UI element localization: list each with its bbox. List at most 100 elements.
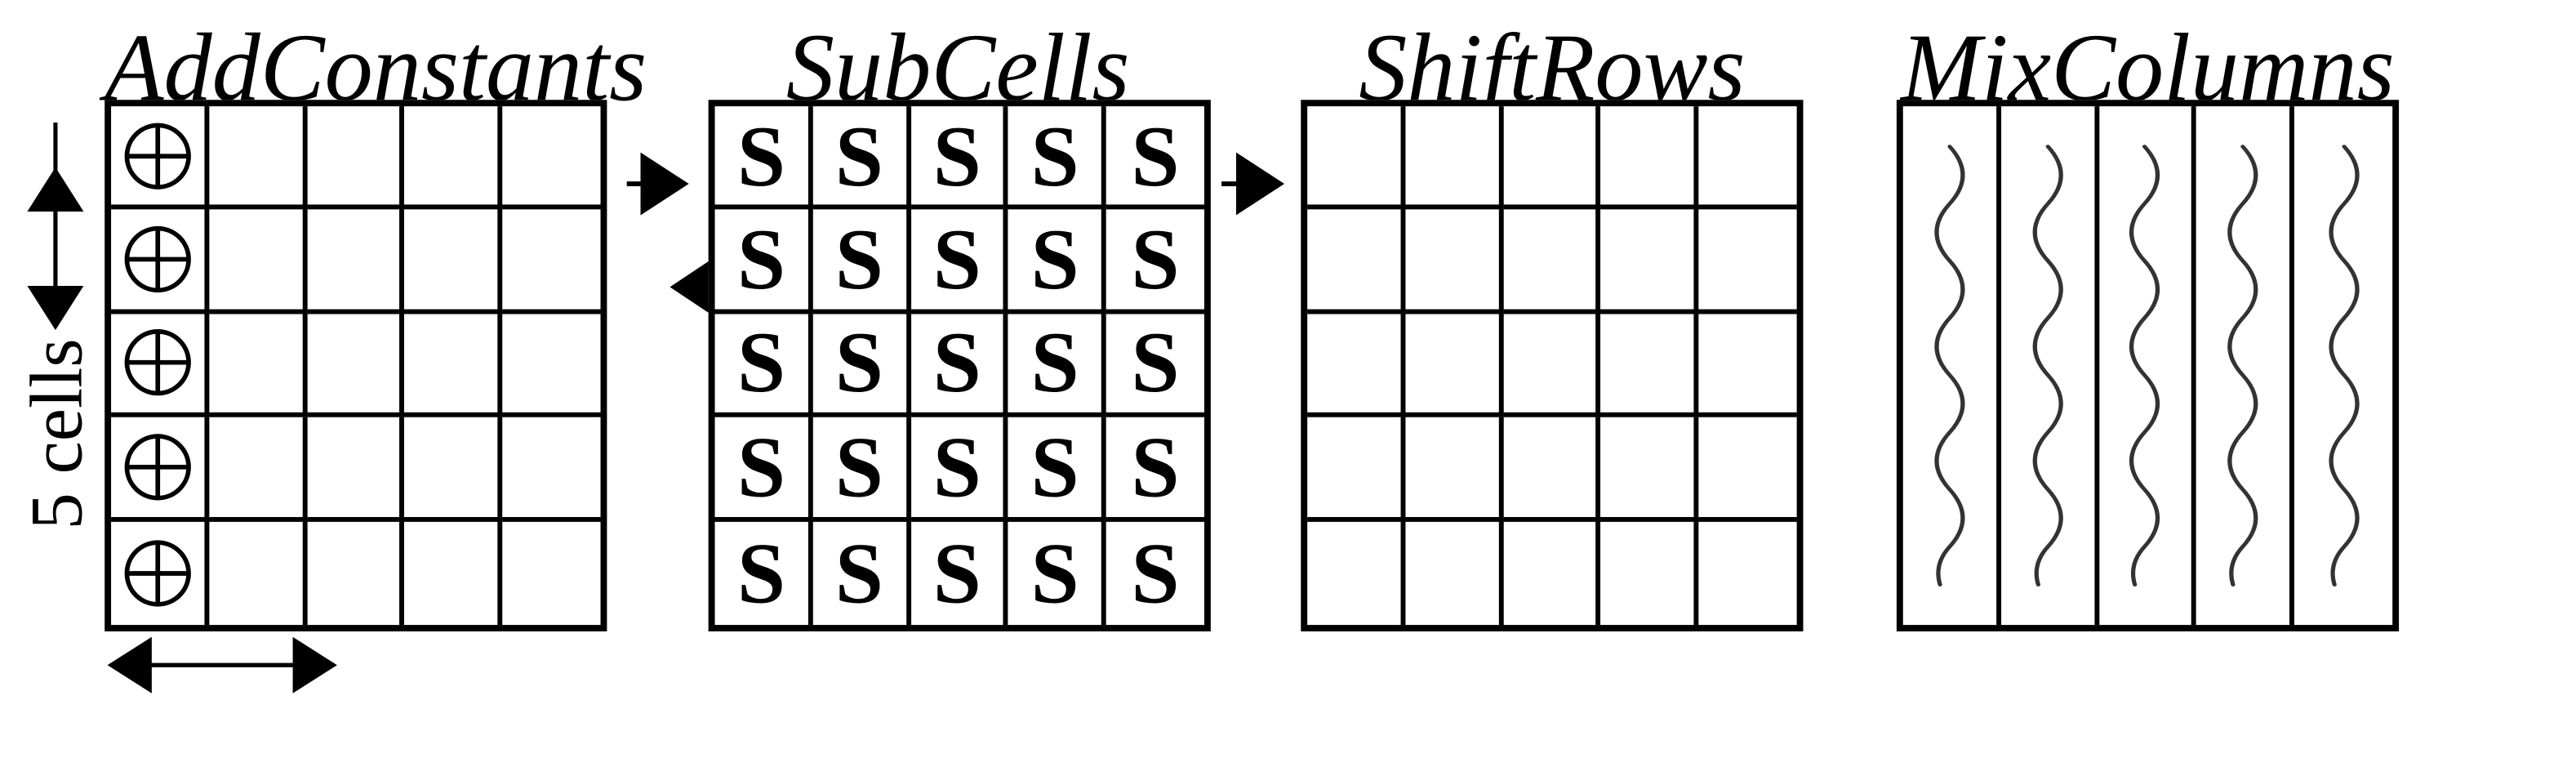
cell-ac-r1c4	[404, 106, 503, 211]
cell-sc-r2c4: S	[1008, 210, 1107, 314]
cell-ac-r4c1	[111, 417, 209, 522]
wavy-line-icon	[2032, 145, 2063, 586]
xor-icon	[124, 433, 191, 501]
cell-sr-r4c4	[1600, 417, 1699, 522]
cell-sc-r4c3: S	[910, 417, 1009, 522]
cell-sc-r4c2: S	[812, 417, 911, 522]
cell-ac-r4c5	[502, 417, 601, 522]
cell-label: S	[1030, 211, 1079, 308]
cell-sc-r2c5: S	[1106, 210, 1204, 314]
cell-ac-r2c2	[208, 210, 307, 314]
grid-mixcolumns	[1896, 100, 2400, 631]
panel-title-shiftrows: ShiftRows	[1359, 14, 1746, 121]
cell-sc-r3c1: S	[714, 314, 813, 418]
cell-label: S	[834, 211, 884, 308]
cell-sr-r5c5	[1699, 521, 1797, 625]
cell-sr-r5c2	[1405, 521, 1503, 626]
cell-sr-r3c1	[1307, 314, 1406, 418]
cell-label: S	[1030, 418, 1079, 515]
cell-sc-r4c4: S	[1008, 417, 1107, 522]
cell-ac-r5c4	[405, 521, 503, 626]
column-mc-1	[1903, 106, 2001, 626]
cell-sr-r2c5	[1698, 210, 1797, 314]
cell-label: S	[834, 524, 884, 622]
cell-sr-r4c5	[1698, 417, 1797, 522]
cell-sc-r1c5: S	[1106, 106, 1204, 211]
column-mc-3	[2099, 106, 2197, 626]
grid-shiftrows	[1301, 100, 1804, 631]
cell-ac-r1c5	[502, 106, 601, 211]
cell-ac-r3c2	[208, 314, 307, 418]
cell-ac-r3c1	[111, 314, 209, 418]
cell-sc-r1c3: S	[910, 106, 1009, 211]
cell-sc-r5c1: S	[715, 521, 813, 626]
cell-label: S	[834, 314, 884, 412]
cell-ac-r5c1	[111, 521, 209, 626]
cell-ac-r3c5	[502, 314, 601, 418]
cell-sc-r3c5: S	[1106, 314, 1204, 418]
wavy-line-icon	[1934, 145, 1965, 586]
cell-ac-r4c2	[208, 417, 307, 522]
cell-ac-r1c1	[111, 106, 209, 211]
cell-label: S	[1131, 314, 1180, 412]
cell-sr-r3c4	[1600, 314, 1699, 418]
cell-label: S	[1131, 418, 1180, 515]
cell-sr-r4c3	[1502, 417, 1601, 522]
cell-ac-r1c3	[306, 106, 405, 211]
cell-sr-r1c1	[1307, 106, 1406, 211]
column-mc-2	[2001, 106, 2099, 626]
cell-ac-r2c1	[111, 210, 209, 314]
column-mc-5	[2294, 106, 2392, 625]
cell-label: S	[1131, 211, 1180, 308]
cell-label: S	[736, 107, 786, 204]
cell-sr-r1c2	[1405, 106, 1503, 211]
cell-ac-r2c3	[306, 210, 405, 314]
cell-label: S	[834, 418, 884, 515]
cell-label: S	[1030, 314, 1079, 412]
cell-sr-r2c1	[1307, 210, 1406, 314]
cell-label: S	[736, 418, 786, 515]
cell-sr-r1c4	[1600, 106, 1699, 211]
cell-sc-r1c2: S	[812, 106, 911, 211]
cell-sr-r1c3	[1502, 106, 1601, 211]
cell-sc-r5c3: S	[910, 521, 1009, 626]
cell-label: S	[932, 418, 981, 515]
cell-sr-r5c3	[1503, 521, 1601, 626]
xor-icon	[124, 539, 191, 607]
cell-sr-r2c2	[1405, 210, 1503, 314]
column-mc-4	[2196, 106, 2295, 626]
cell-sr-r1c5	[1698, 106, 1797, 211]
cell-sc-r3c2: S	[812, 314, 911, 418]
wavy-line-icon	[2328, 145, 2359, 586]
cell-ac-r1c2	[208, 106, 307, 211]
panel-title-addconstants: AddConstants	[105, 14, 647, 121]
cell-sc-r4c5: S	[1106, 417, 1204, 522]
cell-sr-r4c2	[1405, 417, 1503, 522]
cell-ac-r5c2	[209, 521, 307, 626]
cell-ac-r5c3	[307, 521, 405, 626]
cell-sc-r2c2: S	[812, 210, 911, 314]
cell-label: S	[736, 524, 786, 622]
cell-sr-r4c1	[1307, 417, 1406, 522]
wavy-line-icon	[2227, 145, 2258, 586]
xor-icon	[124, 226, 191, 293]
cell-label: S	[736, 314, 786, 412]
cell-sc-r3c3: S	[910, 314, 1009, 418]
cell-ac-r3c3	[306, 314, 405, 418]
cell-sc-r5c5: S	[1106, 521, 1204, 625]
xor-icon	[124, 123, 191, 190]
cell-label: S	[1131, 107, 1180, 204]
cell-sr-r3c5	[1698, 314, 1797, 418]
cell-label: S	[932, 314, 981, 412]
cell-sr-r2c4	[1600, 210, 1699, 314]
cell-sc-r3c4: S	[1008, 314, 1107, 418]
cell-sc-r5c4: S	[1008, 521, 1107, 626]
panel-title-subcells: SubCells	[785, 14, 1130, 121]
cell-sr-r2c3	[1502, 210, 1601, 314]
cell-label: S	[1131, 524, 1180, 622]
cell-sc-r1c1: S	[714, 106, 813, 211]
cell-sr-r5c4	[1601, 521, 1699, 626]
panel-title-mixcolumns: MixColumns	[1901, 14, 2395, 121]
cell-label: S	[932, 524, 981, 622]
